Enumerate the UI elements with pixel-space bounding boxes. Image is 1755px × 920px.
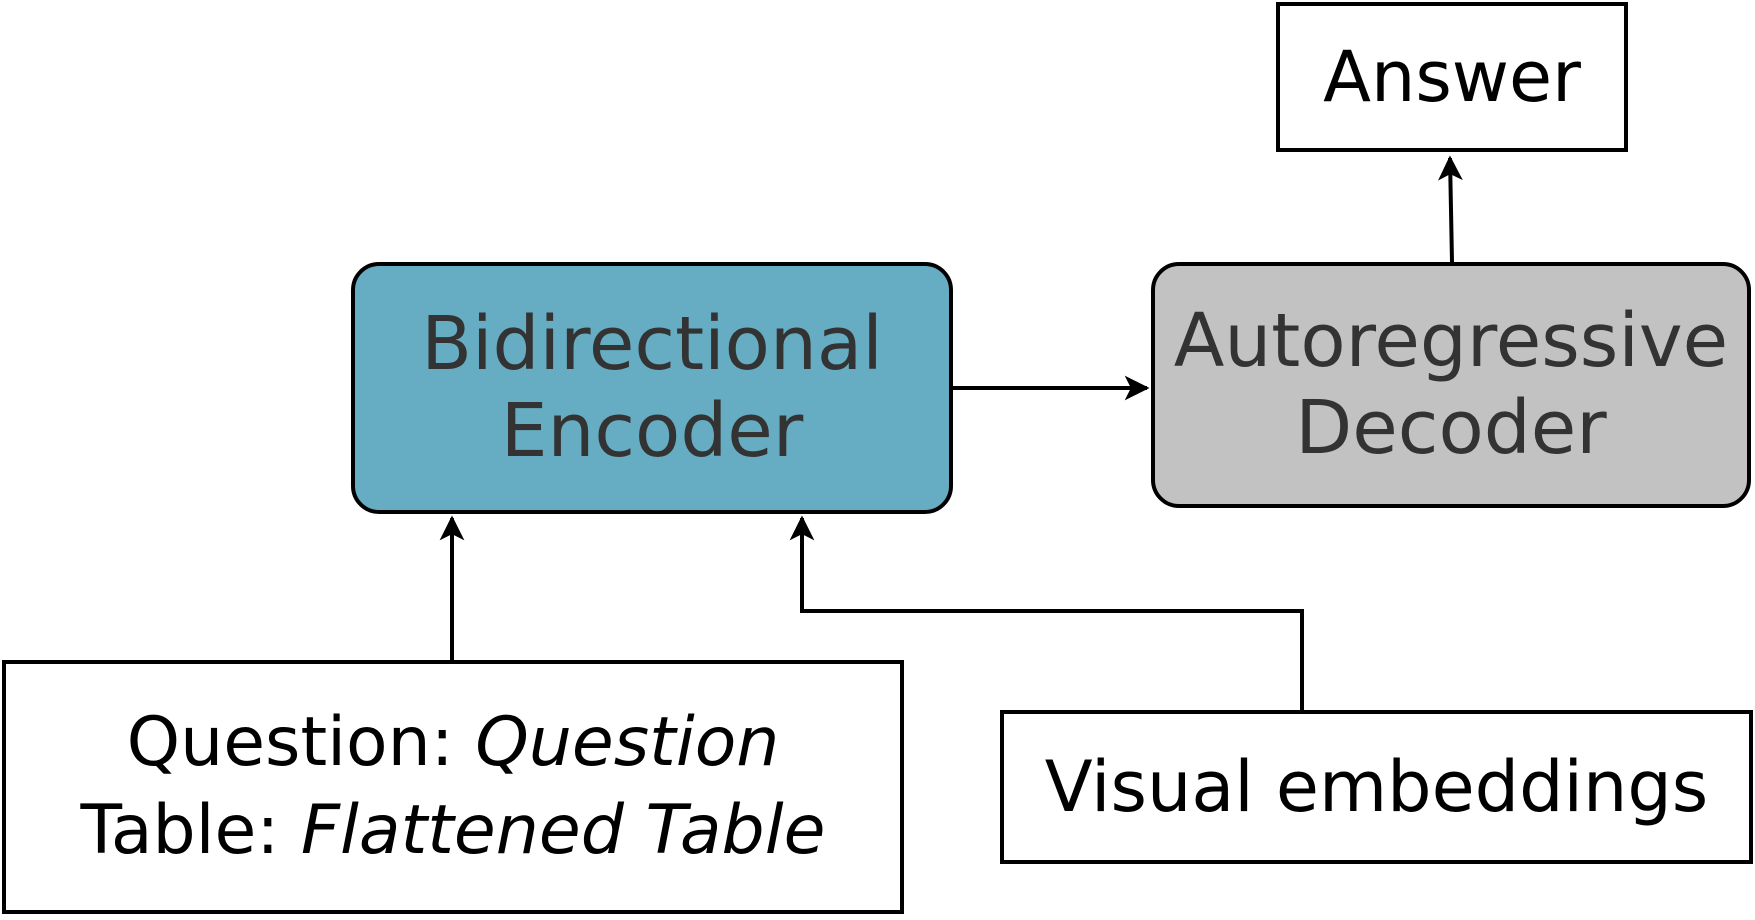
visual-embeddings-label: Visual embeddings [1044,745,1709,828]
visual-embeddings-box: Visual embeddings [1000,710,1753,864]
bidirectional-encoder-box: Bidirectional Encoder [351,262,953,514]
decoder-label-line1: Autoregressive [1173,297,1729,384]
autoregressive-decoder-box: Autoregressive Decoder [1151,262,1751,508]
table-line: Table: Flattened Table [81,787,826,875]
visual-to-encoder-arrow [789,515,1304,710]
encoder-label-line1: Bidirectional [421,300,883,387]
decoder-to-answer-arrow [1438,155,1463,263]
question-value: Question [475,702,780,782]
table-label: Table: [80,791,301,870]
table-value: Flattened Table [300,791,826,870]
encoder-label-line2: Encoder [500,388,804,474]
question-line: Question: Question [127,699,780,787]
answer-box: Answer [1276,2,1628,152]
decoder-label-line2: Decoder [1295,385,1607,471]
question-table-input-box: Question: Question Table: Flattened Tabl… [2,660,904,914]
answer-label: Answer [1323,35,1581,118]
question-label: Question: [126,702,476,782]
